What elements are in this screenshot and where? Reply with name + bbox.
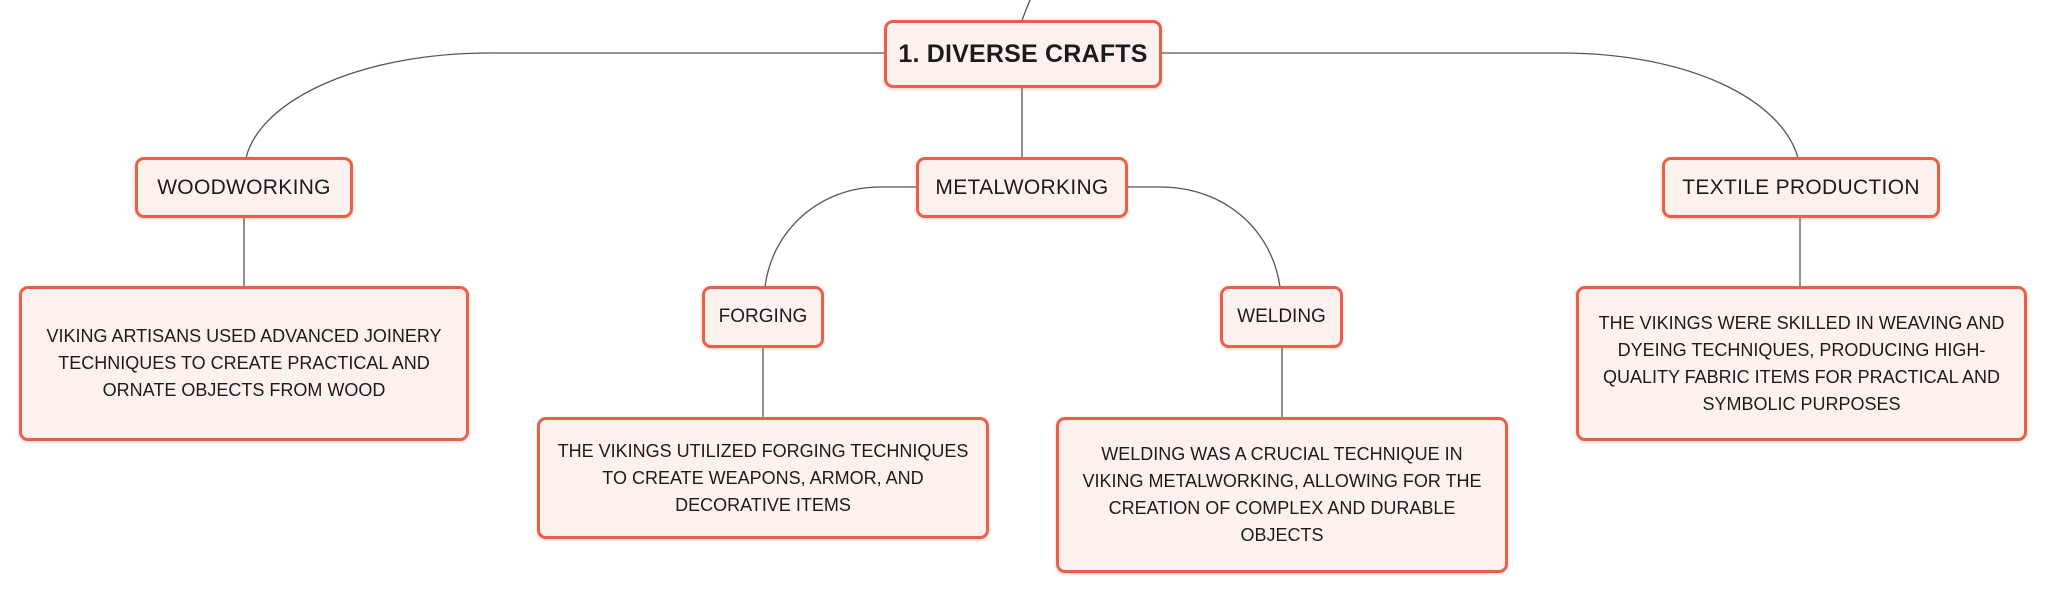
branch-node-label: TEXTILE PRODUCTION	[1682, 175, 1920, 199]
description-text: THE VIKINGS WERE SKILLED IN WEAVING AND …	[1598, 312, 2005, 414]
branch-node-metalworking[interactable]: METALWORKING	[916, 157, 1128, 218]
description-node-woodworking[interactable]: VIKING ARTISANS USED ADVANCED JOINERY TE…	[19, 286, 469, 441]
subbranch-node-welding[interactable]: WELDING	[1220, 286, 1343, 348]
connector-root-to-textile	[1161, 52, 1799, 159]
branch-node-woodworking[interactable]: WOODWORKING	[135, 157, 353, 218]
description-node-textile-production[interactable]: THE VIKINGS WERE SKILLED IN WEAVING AND …	[1576, 286, 2027, 441]
description-text: WELDING WAS A CRUCIAL TECHNIQUE IN VIKIN…	[1082, 444, 1482, 545]
description-node-welding[interactable]: WELDING WAS A CRUCIAL TECHNIQUE IN VIKIN…	[1056, 417, 1508, 573]
connector-root-to-parent	[1021, 0, 1031, 21]
subbranch-node-forging[interactable]: FORGING	[702, 286, 824, 348]
description-node-forging[interactable]: THE VIKINGS UTILIZED FORGING TECHNIQUES …	[537, 417, 989, 539]
subbranch-node-label: FORGING	[718, 306, 808, 327]
branch-node-label: WOODWORKING	[157, 175, 331, 199]
root-node-label: 1. DIVERSE CRAFTS	[898, 39, 1148, 68]
branch-node-textile-production[interactable]: TEXTILE PRODUCTION	[1662, 157, 1940, 218]
description-text: VIKING ARTISANS USED ADVANCED JOINERY TE…	[46, 326, 442, 400]
root-node[interactable]: 1. DIVERSE CRAFTS	[884, 20, 1162, 88]
connector-metalworking-to-welding	[1127, 186, 1281, 288]
subbranch-node-label: WELDING	[1237, 306, 1326, 327]
connector-metalworking-to-forging	[764, 186, 917, 288]
connector-root-to-woodworking	[245, 52, 885, 159]
branch-node-label: METALWORKING	[935, 175, 1109, 199]
description-text: THE VIKINGS UTILIZED FORGING TECHNIQUES …	[557, 440, 969, 515]
